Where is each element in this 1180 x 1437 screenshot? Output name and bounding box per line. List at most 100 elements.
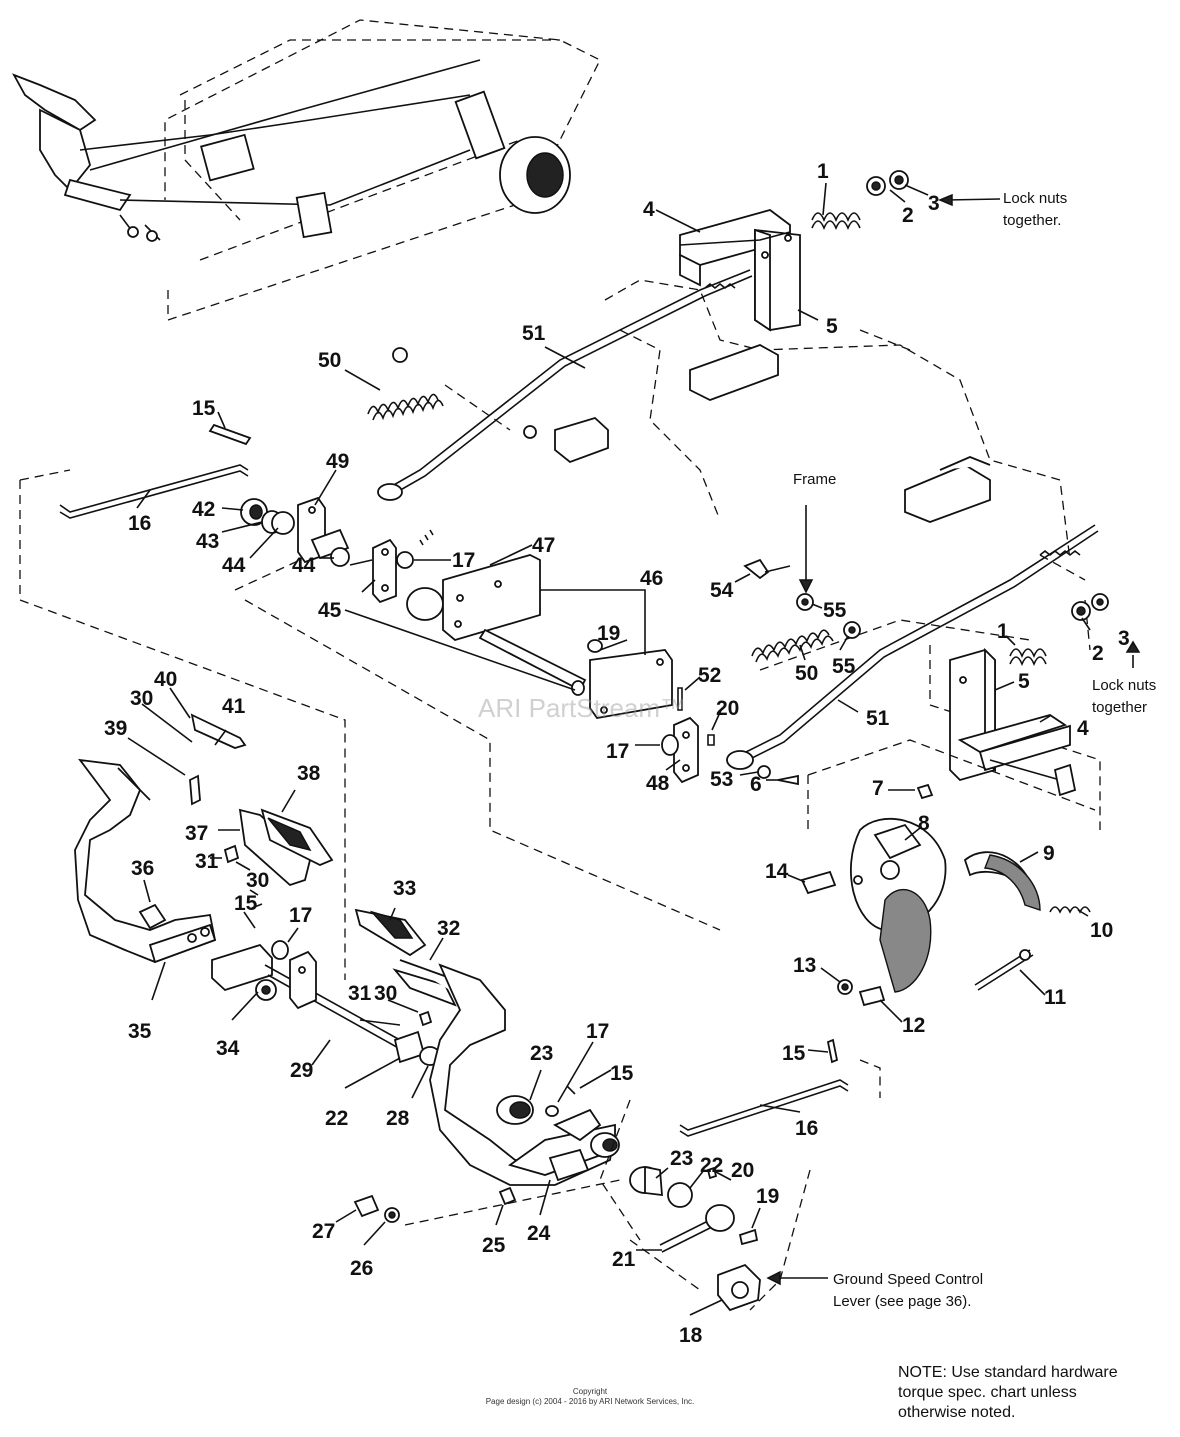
callout-17: 17 — [452, 549, 475, 572]
callout-25: 25 — [482, 1234, 506, 1257]
watermark: ARI PartStream™ — [478, 693, 687, 723]
callout-17: 17 — [606, 740, 629, 763]
callout-11: 11 — [1044, 986, 1067, 1009]
left-boundary — [19, 469, 1031, 980]
callout-2: 2 — [902, 204, 914, 227]
lock-nuts-note-right-line2: together — [1092, 699, 1147, 716]
callout-23: 23 — [530, 1042, 553, 1065]
callout-23: 23 — [670, 1147, 693, 1170]
callout-6: 6 — [750, 773, 762, 796]
callout-32: 32 — [437, 917, 460, 940]
callout-13: 13 — [793, 954, 816, 977]
clamp-block — [523, 416, 609, 464]
callout-20: 20 — [716, 697, 739, 720]
callout-29: 29 — [290, 1059, 313, 1082]
callout-1: 1 — [817, 160, 829, 183]
callout-30: 30 — [374, 982, 397, 1005]
callout-19: 19 — [597, 622, 620, 645]
callout-49: 49 — [326, 450, 349, 473]
spring-50-upper — [367, 347, 609, 464]
callout-12: 12 — [902, 1014, 925, 1037]
copyright-footer: Copyright Page design (c) 2004 - 2016 by… — [0, 1387, 1180, 1407]
right-brake-bracket — [929, 593, 1141, 830]
transmission-outline — [604, 279, 1086, 581]
callout-35: 35 — [128, 1020, 152, 1043]
rod-16-upper — [59, 423, 252, 519]
left-pedal — [74, 713, 334, 964]
torque-note-line3: otherwise noted. — [898, 1404, 1016, 1421]
callout-16: 16 — [128, 512, 151, 535]
brake-rod-51-lower — [726, 524, 1099, 770]
callout-50: 50 — [318, 349, 341, 372]
callout-51: 51 — [866, 707, 890, 730]
callout-22: 22 — [700, 1154, 723, 1177]
callout-20: 20 — [731, 1159, 754, 1182]
cross-shaft — [211, 940, 441, 1066]
callout-31: 31 — [348, 982, 372, 1005]
callout-30: 30 — [246, 869, 269, 892]
copyright-line1: Copyright — [572, 1387, 608, 1396]
callout-44: 44 — [222, 554, 246, 577]
callout-38: 38 — [297, 762, 321, 785]
torque-note-line1: NOTE: Use standard hardware — [898, 1364, 1118, 1381]
callout-17: 17 — [586, 1020, 609, 1043]
callout-44: 44 — [292, 554, 316, 577]
callout-4: 4 — [1077, 717, 1089, 740]
callout-14: 14 — [765, 860, 789, 883]
callout-54: 54 — [710, 579, 734, 602]
callout-47: 47 — [532, 534, 555, 557]
lock-nuts-note-right-line1: Lock nuts — [1092, 677, 1156, 694]
callout-labels: 1 2 3 4 5 51 50 15 49 16 42 43 44 44 17 … — [104, 160, 1130, 1347]
lock-nuts-note-top-line1: Lock nuts — [1003, 190, 1067, 207]
callout-28: 28 — [386, 1107, 410, 1130]
lock-nuts-note-top-line2: together. — [1003, 212, 1061, 229]
callout-31: 31 — [195, 850, 219, 873]
frame-label: Frame — [793, 471, 836, 488]
overview-inset — [12, 19, 601, 321]
callout-27: 27 — [312, 1220, 335, 1243]
callout-52: 52 — [698, 664, 721, 687]
callout-3: 3 — [928, 192, 940, 215]
callout-7: 7 — [872, 777, 884, 800]
pivot-bracket-48 — [661, 687, 715, 784]
callout-4: 4 — [643, 198, 655, 221]
rod-16-lower — [679, 1038, 881, 1137]
callout-42: 42 — [192, 498, 215, 521]
brake-rod-51-upper — [377, 269, 753, 501]
callout-5: 5 — [826, 315, 838, 338]
callout-55: 55 — [823, 599, 847, 622]
callout-45: 45 — [318, 599, 342, 622]
callout-1: 1 — [997, 620, 1009, 643]
spring-1a — [811, 212, 861, 231]
brake-assembly — [800, 739, 1096, 1007]
lower-speed-control — [353, 1099, 828, 1312]
callout-37: 37 — [185, 822, 208, 845]
annotations: Lock nuts together. Lock nuts together F… — [793, 190, 1156, 1310]
callout-43: 43 — [196, 530, 219, 553]
callout-9: 9 — [1043, 842, 1055, 865]
callout-17: 17 — [289, 904, 312, 927]
callout-2: 2 — [1092, 642, 1104, 665]
callout-50: 50 — [795, 662, 818, 685]
callout-48: 48 — [646, 772, 670, 795]
callout-26: 26 — [350, 1257, 373, 1280]
callout-51: 51 — [522, 322, 546, 345]
callout-40: 40 — [154, 668, 177, 691]
callout-46: 46 — [640, 567, 663, 590]
callout-15: 15 — [610, 1062, 634, 1085]
callout-34: 34 — [216, 1037, 240, 1060]
callout-5: 5 — [1018, 670, 1030, 693]
callout-3: 3 — [1118, 627, 1130, 650]
callout-8: 8 — [918, 812, 930, 835]
callout-22: 22 — [325, 1107, 348, 1130]
leader-lines — [127, 182, 1091, 1316]
callout-55: 55 — [832, 655, 856, 678]
callout-41: 41 — [222, 695, 246, 718]
upper-brake-bracket — [679, 170, 1001, 332]
callout-15: 15 — [234, 892, 258, 915]
callout-16: 16 — [795, 1117, 818, 1140]
callout-39: 39 — [104, 717, 127, 740]
callout-33: 33 — [393, 877, 416, 900]
callout-15: 15 — [782, 1042, 806, 1065]
